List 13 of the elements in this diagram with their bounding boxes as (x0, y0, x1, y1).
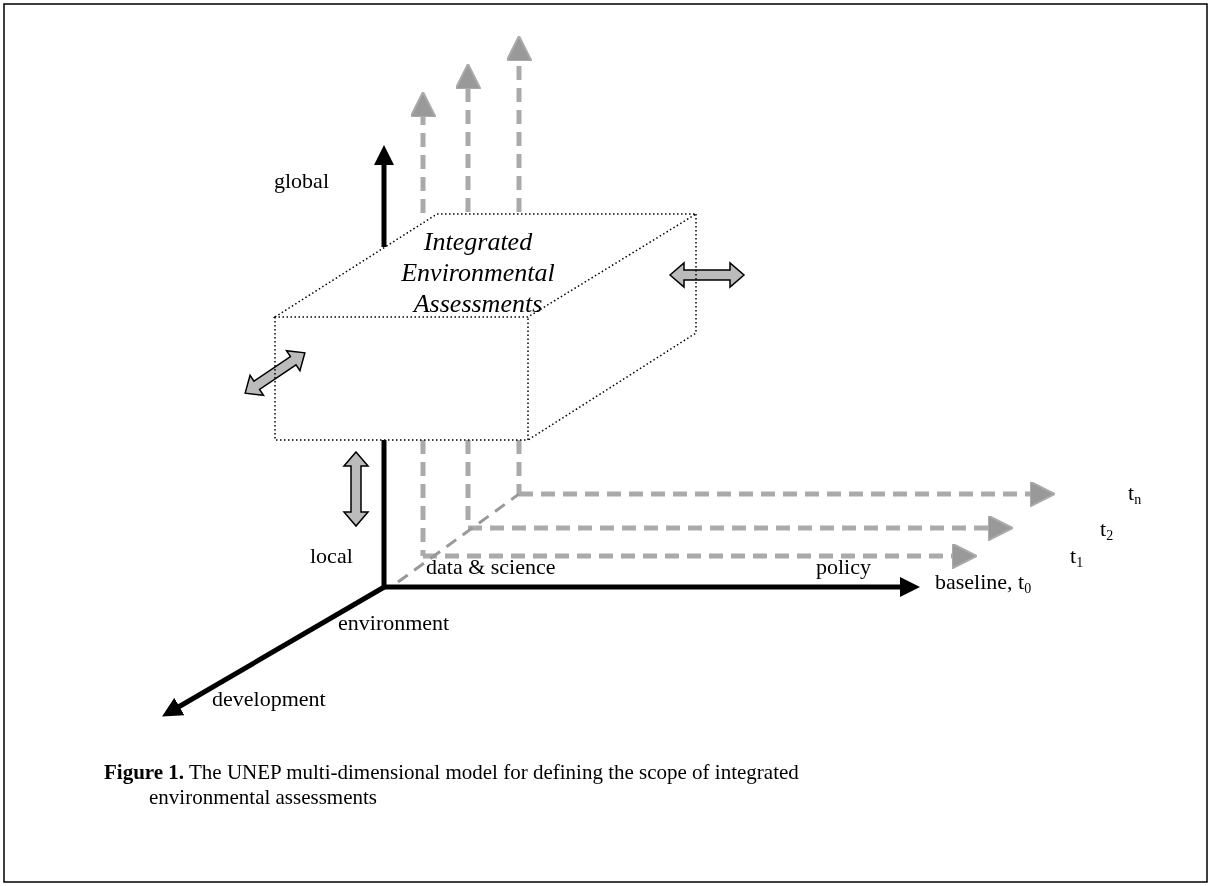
axis-label: local (310, 545, 353, 567)
axis-label: policy (816, 556, 871, 578)
axis-label: baseline, t$_{0}$ (935, 571, 1032, 593)
axis-label: development (212, 688, 326, 710)
axis-label: data & science (426, 556, 556, 578)
axis-label: t$_{n}$ (1128, 482, 1142, 504)
axis-label: t$_{2}$ (1100, 518, 1114, 540)
axis-label: environment (338, 612, 450, 634)
axis-label: global (274, 170, 329, 192)
axis-label: t$_{1}$ (1070, 545, 1084, 567)
figure-caption: Figure 1. The UNEP multi-dimensional model for defining the scope of integrated environmental assessments (104, 760, 800, 810)
box-title: Integrated Environmental Assessments (400, 226, 556, 319)
box-shape (273, 212, 698, 442)
